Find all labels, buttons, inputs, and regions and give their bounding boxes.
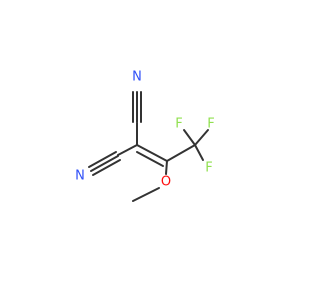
nitrogen-top-label: N	[132, 70, 142, 85]
fluorine-bottom-label: F	[205, 161, 212, 176]
nitrogen-left-label: N	[75, 169, 85, 184]
bond-c4-o	[165, 160, 168, 175]
molecule-structure: N N F F F O	[75, 70, 215, 202]
bond-o-ch3	[132, 187, 160, 202]
double-bond-c1-c4	[136, 144, 168, 167]
bond-c4-c5	[166, 144, 196, 162]
bond-c5-f-top-right	[194, 129, 209, 146]
bond-c1-c4-a	[136, 144, 168, 162]
nitrile-left	[88, 144, 138, 176]
bond-c3-n-triple-b	[90, 155, 119, 172]
fluorine-top-left-label: F	[175, 117, 182, 132]
bond-c3-n-triple-c	[92, 159, 121, 176]
bond-c1-c3	[117, 144, 138, 156]
nitrile-top	[132, 91, 142, 146]
bond-c5-f-top-left	[183, 129, 196, 146]
bond-c5-f-bottom	[194, 144, 204, 161]
bond-c1-c4-b	[136, 151, 164, 167]
methoxy-group	[132, 160, 168, 202]
oxygen-methoxy-label: O	[161, 175, 171, 190]
fluorine-top-right-label: F	[207, 117, 214, 132]
trifluoromethyl-group	[183, 129, 209, 161]
bond-c3-n-triple-a	[88, 151, 117, 168]
